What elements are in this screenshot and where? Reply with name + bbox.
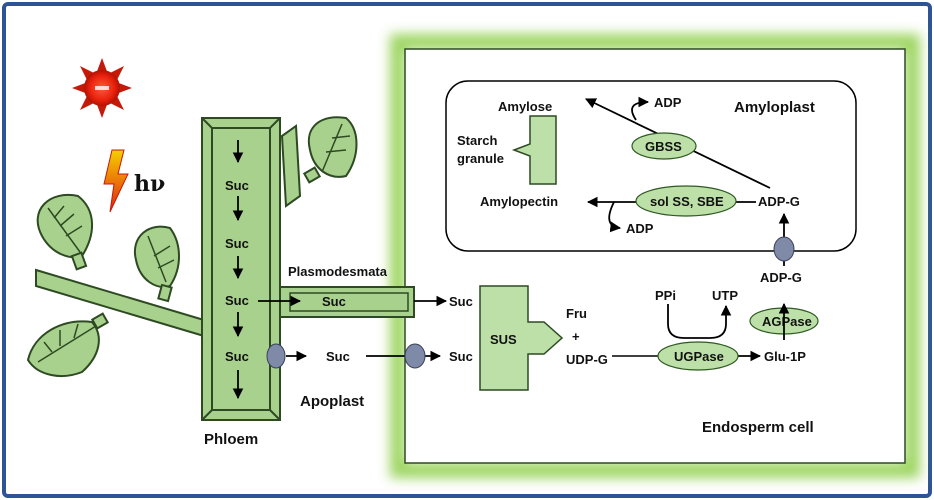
amylose-label: Amylose — [498, 99, 552, 114]
apoplast-suc-label: Suc — [326, 349, 350, 364]
gbss-label: GBSS — [645, 139, 682, 154]
plant-twig-upper — [280, 124, 302, 208]
solss-sbe-enzyme — [635, 185, 737, 217]
glu1p-label: Glu-1P — [764, 349, 806, 364]
plus-label: + — [572, 329, 580, 344]
adp-release-arrow — [631, 96, 650, 121]
sus-label: SUS — [490, 332, 517, 347]
starch-granule-label-line1: Starch — [457, 133, 498, 148]
phloem-suc-label: Suc — [225, 293, 249, 308]
ppi-utp-exchange-arrow — [667, 304, 732, 339]
phloem-suc-label: Suc — [225, 236, 249, 251]
leaf-icon — [26, 312, 110, 377]
endosperm-suc-top-label: Suc — [449, 294, 473, 309]
sun-icon — [72, 58, 132, 118]
sucrose-transporter-icon — [266, 343, 286, 369]
phloem-suc-label: Suc — [225, 178, 249, 193]
adp-bottom-release-arrow — [608, 201, 622, 233]
plasmodesmata-label: Plasmodesmata — [288, 264, 388, 279]
leaf-icon — [133, 225, 180, 303]
adp-bottom-label: ADP — [626, 221, 654, 236]
ugpase-enzyme — [657, 341, 739, 371]
ugpase-label: UGPase — [674, 349, 724, 364]
starch-granule-icon — [511, 115, 557, 185]
lightning-bolt-icon — [103, 149, 129, 213]
amyloplast-adpg-label: ADP-G — [758, 194, 800, 209]
amyloplast-label: Amyloplast — [734, 99, 815, 116]
endosperm-transporter-icon — [404, 343, 426, 369]
amyloplast-transporter-icon — [773, 236, 795, 262]
fru-label: Fru — [566, 306, 587, 321]
phloem-suc-label: Suc — [225, 349, 249, 364]
endosperm-suc-bottom-label: Suc — [449, 349, 473, 364]
solss-sbe-label: sol SS, SBE — [650, 194, 724, 209]
apoplast-label: Apoplast — [300, 393, 364, 410]
plasmodesmata-tube — [279, 286, 415, 318]
sus-enzyme-box — [479, 285, 564, 391]
udpg-label: UDP-G — [566, 352, 608, 367]
adp-top-label: ADP — [654, 95, 682, 110]
amylopectin-label: Amylopectin — [480, 194, 558, 209]
ppi-label: PPi — [655, 288, 676, 303]
light-energy-label: hν — [134, 171, 165, 197]
utp-label: UTP — [712, 288, 738, 303]
agpase-label: AGPase — [762, 314, 812, 329]
leaf-icon — [302, 116, 358, 184]
plasmodesmata-suc-label: Suc — [322, 294, 346, 309]
starch-granule-label-line2: granule — [457, 151, 504, 166]
endosperm-glow — [390, 34, 920, 478]
phloem-label: Phloem — [204, 431, 258, 448]
gbss-enzyme — [631, 132, 697, 160]
endosperm-label: Endosperm cell — [702, 419, 814, 436]
leaf-icon — [36, 193, 94, 271]
phloem-tube — [201, 117, 281, 421]
endosperm-adpg-label: ADP-G — [760, 270, 802, 285]
